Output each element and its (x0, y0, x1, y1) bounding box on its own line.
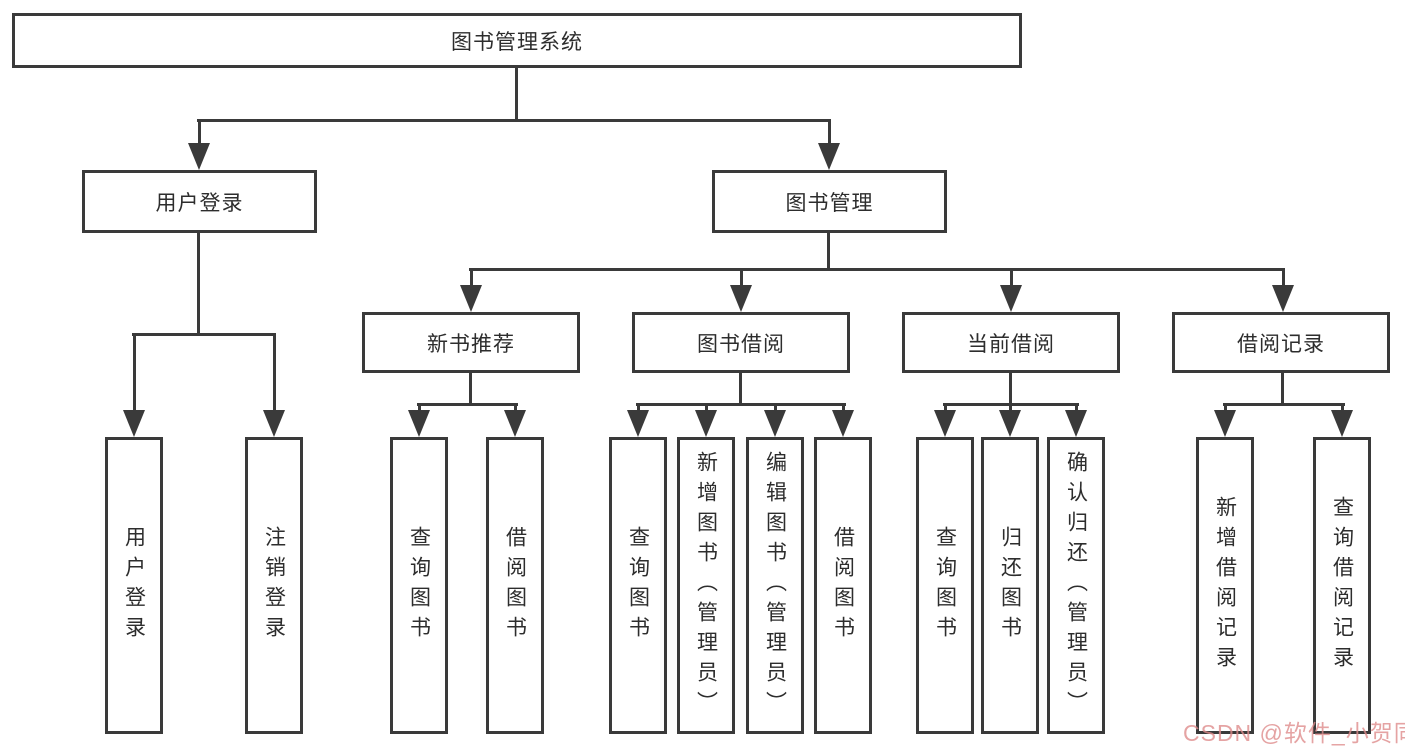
arrow-down (263, 336, 285, 437)
node-label: 查询借阅记录 (1330, 495, 1354, 676)
arrow-down (460, 271, 482, 312)
arrow-down (123, 336, 145, 437)
arrow-down (1000, 271, 1022, 312)
connector-current-vertical (1009, 371, 1012, 406)
node-label: 借阅记录 (1237, 332, 1325, 356)
node-book-borrow: 图书借阅 (632, 312, 850, 373)
arrow-down (999, 406, 1021, 437)
node-label: 新增图书（管理员） (694, 450, 718, 721)
leaf-query-books-recommend: 查询图书 (390, 437, 448, 734)
node-label: 归还图书 (998, 525, 1022, 646)
leaf-add-borrow-record: 新增借阅记录 (1196, 437, 1254, 734)
arrow-down (408, 406, 430, 437)
node-label: 用户登录 (155, 191, 244, 215)
node-system-root: 图书管理系统 (12, 13, 1022, 68)
leaf-query-books-current: 查询图书 (916, 437, 974, 734)
leaf-query-borrow-record: 查询借阅记录 (1313, 437, 1371, 734)
node-new-book-recommend: 新书推荐 (362, 312, 580, 373)
arrow-down (627, 406, 649, 437)
connector-level2-horizontal (197, 119, 831, 122)
connector-borrow-horizontal (636, 403, 846, 406)
watermark-text: CSDN @软件_小贺同学 (1183, 720, 1405, 746)
leaf-query-books-borrow: 查询图书 (609, 437, 667, 734)
arrow-down (730, 271, 752, 312)
node-label: 新增借阅记录 (1213, 495, 1237, 676)
node-current-borrow: 当前借阅 (902, 312, 1120, 373)
node-book-management: 图书管理 (712, 170, 947, 233)
arrow-down (832, 406, 854, 437)
node-label: 查询图书 (933, 525, 957, 646)
node-label: 注销登录 (262, 525, 286, 646)
arrow-down (1331, 406, 1353, 437)
node-label: 当前借阅 (967, 332, 1055, 356)
node-borrow-records: 借阅记录 (1172, 312, 1390, 373)
node-label: 用户登录 (122, 525, 146, 646)
connector-records-vertical (1281, 371, 1284, 406)
node-label: 借阅图书 (503, 525, 527, 646)
leaf-user-login: 用户登录 (105, 437, 163, 734)
arrow-down (764, 406, 786, 437)
node-label: 查询图书 (626, 525, 650, 646)
arrow-down (504, 406, 526, 437)
node-label: 图书管理系统 (451, 30, 583, 54)
arrow-down (818, 121, 840, 170)
connector-borrow-vertical (739, 371, 742, 406)
leaf-add-book-admin: 新增图书（管理员） (677, 437, 735, 734)
node-label: 图书借阅 (697, 332, 785, 356)
leaf-borrow-books: 借阅图书 (814, 437, 872, 734)
leaf-logout: 注销登录 (245, 437, 303, 734)
leaf-confirm-return-admin: 确认归还（管理员） (1047, 437, 1105, 734)
node-user-login: 用户登录 (82, 170, 317, 233)
connector-recommend-vertical (469, 371, 472, 406)
node-label: 查询图书 (407, 525, 431, 646)
leaf-borrow-books-recommend: 借阅图书 (486, 437, 544, 734)
node-label: 确认归还（管理员） (1064, 450, 1088, 721)
connector-recommend-horizontal (417, 403, 518, 406)
connector-root-vertical (515, 66, 518, 121)
arrow-down (1272, 271, 1294, 312)
arrow-down (188, 121, 210, 170)
connector-records-horizontal (1223, 403, 1345, 406)
arrow-down (1214, 406, 1236, 437)
arrow-down (934, 406, 956, 437)
connector-level3-horizontal (469, 268, 1285, 271)
node-label: 借阅图书 (831, 525, 855, 646)
node-label: 新书推荐 (427, 332, 515, 356)
node-label: 编辑图书（管理员） (763, 450, 787, 721)
leaf-edit-book-admin: 编辑图书（管理员） (746, 437, 804, 734)
connector-user-horizontal (132, 333, 276, 336)
arrow-down (1065, 406, 1087, 437)
connector-mgmt-vertical (827, 230, 830, 271)
leaf-return-book: 归还图书 (981, 437, 1039, 734)
connector-user-vertical (197, 230, 200, 336)
arrow-down (695, 406, 717, 437)
connector-current-horizontal (943, 403, 1079, 406)
node-label: 图书管理 (785, 191, 874, 215)
